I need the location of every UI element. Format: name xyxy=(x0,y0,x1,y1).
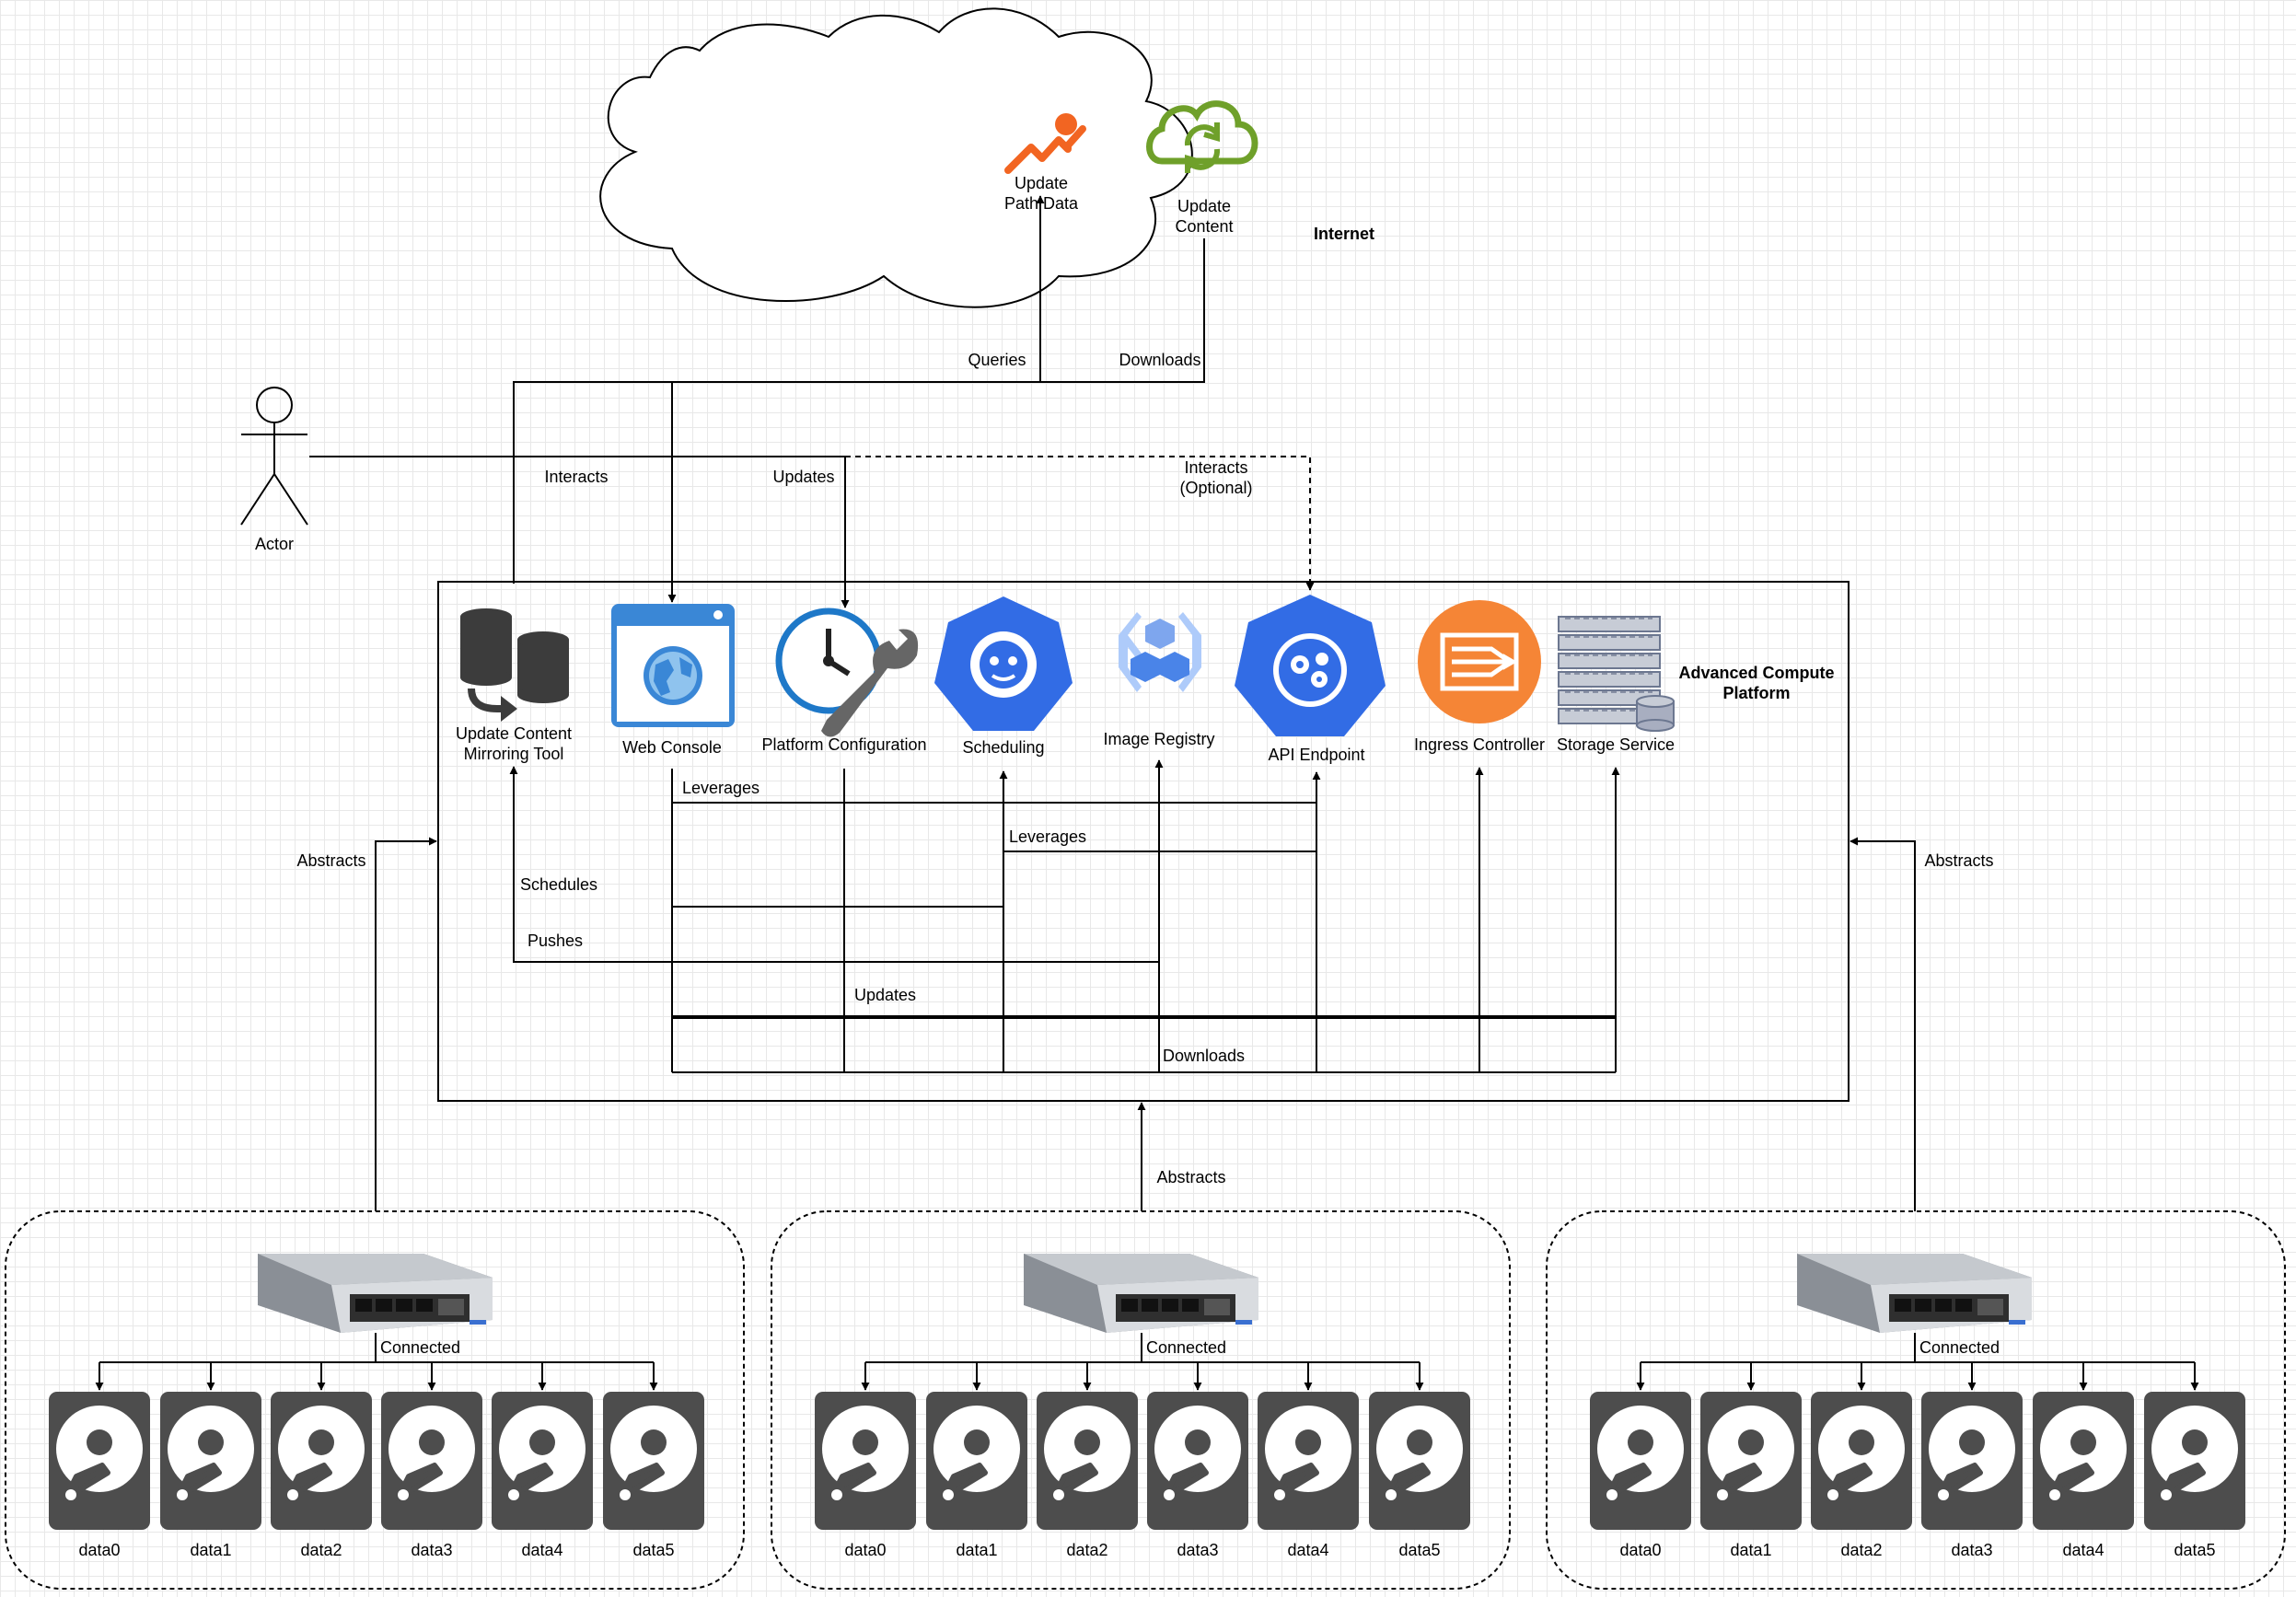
abstracts-right-label: Abstracts xyxy=(1924,851,1993,870)
disk-label: data0 xyxy=(78,1541,120,1559)
disk-label: data3 xyxy=(1951,1541,1992,1559)
disk-label: data2 xyxy=(1066,1541,1107,1559)
disk-label: data5 xyxy=(1398,1541,1440,1559)
server-icon xyxy=(1797,1254,2032,1333)
web-console-icon xyxy=(611,604,735,727)
platform-container xyxy=(437,581,1850,1102)
pushes-label: Pushes xyxy=(528,932,583,950)
downloads-inner-label: Downloads xyxy=(1163,1047,1245,1065)
api-endpoint-icon xyxy=(1235,595,1386,736)
database-mirror-icon xyxy=(460,608,569,722)
disk-label: data4 xyxy=(1287,1541,1328,1559)
disk-label: data1 xyxy=(956,1541,997,1559)
disk-icon xyxy=(926,1392,1027,1530)
api-endpoint-label: API Endpoint xyxy=(1268,746,1364,764)
disk-label: data5 xyxy=(632,1541,674,1559)
interacts-optional-label-1: Interacts xyxy=(1184,458,1247,477)
disk-icon xyxy=(381,1392,482,1530)
compute-node-3: Connected data0 data1 data2 data3 data4 … xyxy=(1546,1210,2286,1590)
platform-title-1: Advanced Compute xyxy=(1678,664,1834,682)
mirroring-tool-label-1: Update Content xyxy=(456,724,572,743)
disk-label: data1 xyxy=(1730,1541,1771,1559)
disk-label: data0 xyxy=(844,1541,886,1559)
disk-icon xyxy=(49,1392,150,1530)
disk-icon xyxy=(1811,1392,1912,1530)
disk-label: data5 xyxy=(2174,1541,2215,1559)
disk-icon xyxy=(1147,1392,1248,1530)
platform-title-2: Platform xyxy=(1722,684,1790,702)
disk-icon xyxy=(2144,1392,2245,1530)
disk-icon xyxy=(1258,1392,1359,1530)
ingress-controller-icon xyxy=(1418,600,1541,723)
disk-icon xyxy=(160,1392,261,1530)
disk-label: data2 xyxy=(300,1541,342,1559)
update-path-data-label-1: Update xyxy=(1015,174,1068,192)
internal-connectors xyxy=(509,759,1620,1073)
connected-label: Connected xyxy=(380,1338,460,1357)
image-registry-icon xyxy=(1119,612,1201,692)
disk-label: data4 xyxy=(521,1541,562,1559)
disk-icon xyxy=(1590,1392,1691,1530)
abstracts-left-label: Abstracts xyxy=(296,851,365,870)
disk-icon xyxy=(2033,1392,2134,1530)
queries-label: Queries xyxy=(968,351,1026,369)
disk-label: data1 xyxy=(190,1541,231,1559)
disk-label: data2 xyxy=(1840,1541,1882,1559)
disk-label: data4 xyxy=(2062,1541,2104,1559)
connected-label: Connected xyxy=(1919,1338,2000,1357)
mirroring-tool-label-2: Mirroring Tool xyxy=(464,745,564,763)
disk-icon xyxy=(815,1392,916,1530)
platform-configuration-label: Platform Configuration xyxy=(761,735,926,754)
server-icon xyxy=(1024,1254,1258,1333)
connected-label: Connected xyxy=(1146,1338,1226,1357)
disk-label: data3 xyxy=(411,1541,452,1559)
updates-top-label: Updates xyxy=(772,468,834,486)
disk-icon xyxy=(1037,1392,1138,1530)
compute-node-2: Connected data0 data1 data2 data3 data4 … xyxy=(771,1210,1511,1590)
disk-label: data3 xyxy=(1177,1541,1218,1559)
server-icon xyxy=(258,1254,493,1333)
disk-icon xyxy=(1369,1392,1470,1530)
platform-configuration-icon xyxy=(775,608,919,737)
cloud-sync-icon xyxy=(1146,100,1258,173)
scheduling-label: Scheduling xyxy=(962,738,1044,757)
storage-service-icon xyxy=(1558,616,1675,732)
compute-node-1: Connected data0 data1 data2 data3 data4 … xyxy=(5,1210,745,1590)
leverages-1-label: Leverages xyxy=(682,779,760,797)
disk-icon xyxy=(603,1392,704,1530)
disk-icon xyxy=(1921,1392,2023,1530)
interacts-optional-label-2: (Optional) xyxy=(1179,479,1252,497)
interacts-label: Interacts xyxy=(544,468,608,486)
top-connectors xyxy=(309,195,1315,608)
abstracts-connectors xyxy=(375,837,1916,1211)
storage-service-label: Storage Service xyxy=(1557,735,1675,754)
downloads-top-label: Downloads xyxy=(1119,351,1200,369)
update-content-label-1: Update xyxy=(1177,197,1231,215)
abstracts-center-label: Abstracts xyxy=(1156,1168,1225,1186)
updates-inner-label: Updates xyxy=(854,986,916,1004)
schedules-label: Schedules xyxy=(520,875,597,894)
scheduling-icon xyxy=(934,596,1073,731)
leverages-2-label: Leverages xyxy=(1009,827,1086,846)
update-path-data-label-2: Path Data xyxy=(1004,194,1079,213)
actor-figure xyxy=(240,387,308,526)
internet-label: Internet xyxy=(1314,225,1374,243)
disk-icon xyxy=(492,1392,593,1530)
disk-icon xyxy=(271,1392,372,1530)
actor-label: Actor xyxy=(255,535,294,553)
image-registry-label: Image Registry xyxy=(1103,730,1214,748)
web-console-label: Web Console xyxy=(622,738,722,757)
disk-label: data0 xyxy=(1619,1541,1661,1559)
ingress-controller-label: Ingress Controller xyxy=(1414,735,1545,754)
trend-icon xyxy=(1004,113,1086,174)
disk-icon xyxy=(1700,1392,1802,1530)
internet-cloud: Internet xyxy=(599,7,1374,308)
update-content-label-2: Content xyxy=(1175,217,1233,236)
